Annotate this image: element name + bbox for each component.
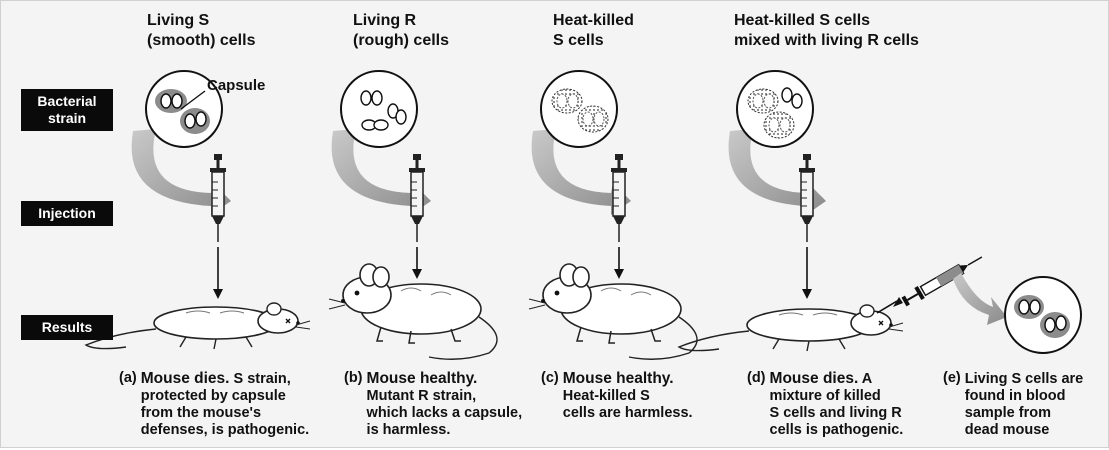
caption-a-letter: (a) [119,370,137,387]
row-label-injection: Injection [21,201,113,226]
caption-c-letter: (c) [541,370,559,387]
caption-e: (e) Living S cells are found in blood sa… [943,370,1083,439]
column-c-artwork [529,71,697,359]
column-title-living-r: Living R (rough) cells [353,11,449,51]
column-title-heat-killed-s: Heat-killed S cells [553,11,634,51]
column-e-artwork [877,251,1081,353]
row-label-results: Results [21,315,113,340]
column-d-artwork [679,71,903,351]
caption-c-headline: Mouse healthy. [563,370,674,387]
caption-a-text: protected by capsule from the mouse's de… [141,388,309,438]
column-b-artwork [329,71,497,359]
caption-a-headline: Mouse dies. [141,370,230,387]
caption-a: (a) Mouse dies. S strain, protected by c… [119,370,309,439]
caption-d: (d) Mouse dies. A mixture of killed S ce… [747,370,903,439]
column-title-living-s: Living S (smooth) cells [147,11,255,51]
caption-b-text: Mutant R strain, which lacks a capsule, … [367,388,523,438]
caption-a-lead: S strain, [229,371,290,387]
caption-c-text: Heat-killed S cells are harmless. [563,388,693,421]
column-a-artwork [86,71,310,349]
caption-b-headline: Mouse healthy. [367,370,478,387]
caption-e-text: found in blood sample from dead mouse [965,388,1066,438]
caption-e-letter: (e) [943,370,961,387]
caption-b-letter: (b) [344,370,363,387]
caption-c: (c) Mouse healthy. Heat-killed S cells a… [541,370,693,422]
row-label-bacterial-strain: Bacterial strain [21,89,113,131]
caption-e-lead: Living S cells are [965,371,1083,387]
caption-d-text: mixture of killed S cells and living R c… [770,388,904,438]
capsule-callout: Capsule [207,77,265,94]
caption-d-headline: Mouse dies. [770,370,859,387]
caption-d-letter: (d) [747,370,766,387]
caption-b: (b) Mouse healthy. Mutant R strain, whic… [344,370,522,439]
column-title-mixture: Heat-killed S cells mixed with living R … [734,11,919,51]
caption-d-lead: A [858,371,872,387]
